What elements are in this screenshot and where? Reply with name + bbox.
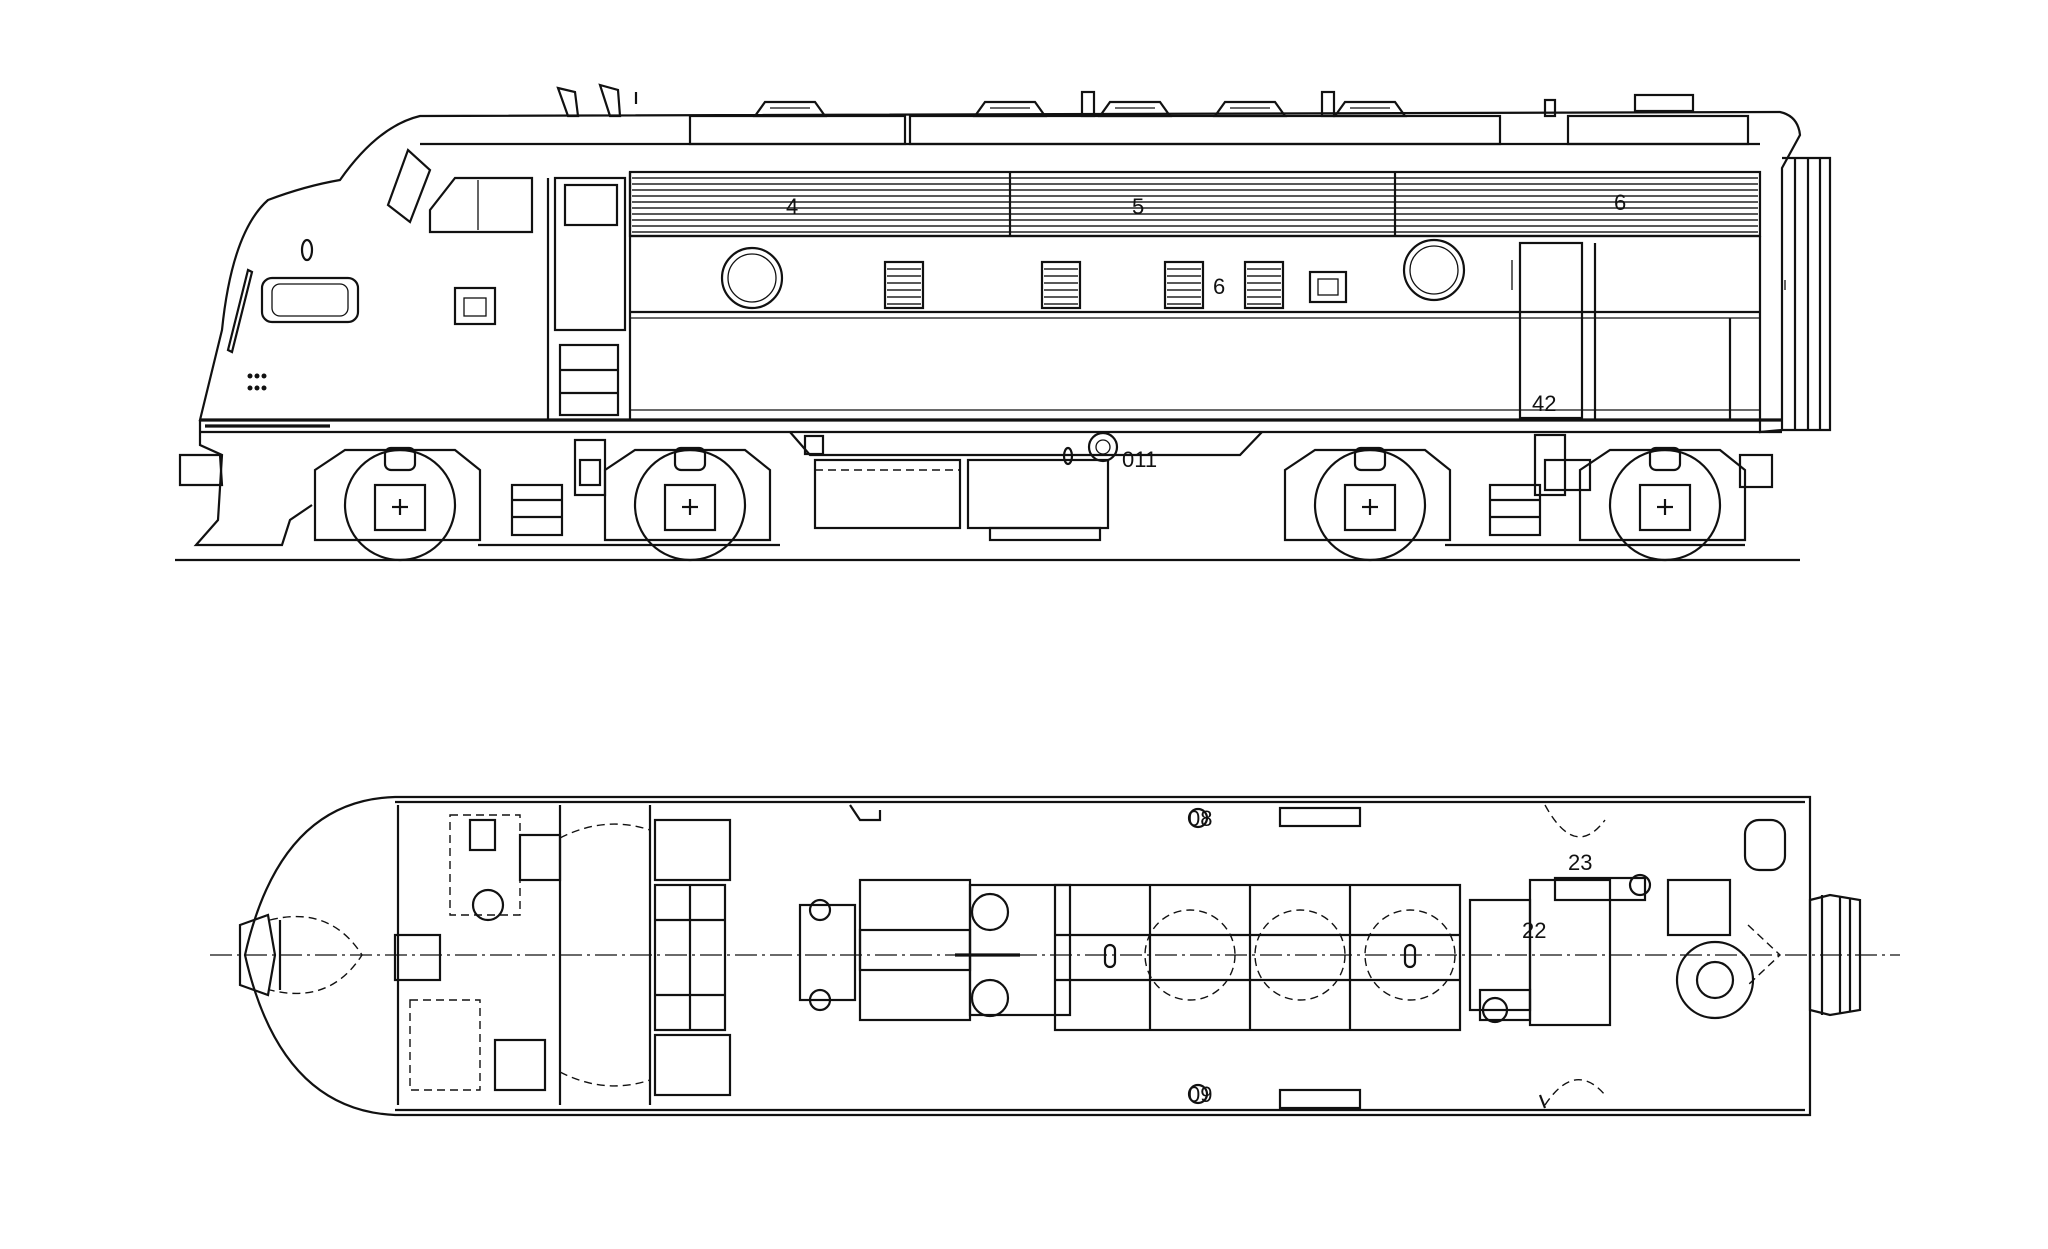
- nose-pilot: [193, 420, 313, 547]
- nose-dots: [247, 373, 267, 391]
- diesel-engine-block: [858, 878, 972, 1022]
- fitting-09: [1187, 1083, 1209, 1105]
- air-horn: [556, 83, 638, 118]
- label-grille-a: 4: [786, 194, 798, 219]
- plan-side-panel-bottom: [1278, 1088, 1362, 1110]
- cab-side-box: [453, 286, 497, 326]
- label-generator: 22: [1522, 918, 1546, 943]
- label-fitting-top: 08: [1188, 806, 1212, 831]
- nose-grab-iron: [226, 268, 254, 354]
- rear-hand-brake: [1743, 818, 1787, 872]
- rear-door: [1518, 241, 1584, 420]
- fuel-tank: [789, 431, 1263, 457]
- battery-box: [813, 458, 962, 530]
- porthole-window-2: [1402, 238, 1466, 302]
- grille-louvers: [632, 172, 1758, 236]
- side-louvers: [883, 260, 1285, 310]
- front-truck: [313, 438, 780, 562]
- label-body-panel: 6: [1213, 274, 1225, 299]
- cab-door: [553, 176, 627, 332]
- label-rear-door: 42: [1532, 391, 1556, 416]
- porthole-window-1: [720, 246, 784, 310]
- cab-center-passage: [393, 933, 442, 982]
- roof-fans: [752, 90, 1557, 118]
- plan-rear-diaphragm: [1808, 893, 1862, 1017]
- cab-steps: [558, 343, 620, 417]
- side-access-box: [1308, 270, 1348, 304]
- engineer-seat: [518, 833, 562, 882]
- rear-truck: [1283, 433, 1774, 562]
- plan-side-panel-top: [1278, 806, 1362, 828]
- engine-cylinder-bank: [968, 883, 1072, 1017]
- fireman-seat: [493, 1038, 547, 1092]
- carbody-outline: [198, 110, 1802, 434]
- label-rear-equipment: 23: [1568, 850, 1592, 875]
- nose-side-window: [386, 148, 432, 224]
- plan-headlight: [238, 913, 277, 997]
- steam-generator: [1675, 940, 1755, 1020]
- label-grille-b: 5: [1132, 194, 1144, 219]
- radiator-section: [1053, 883, 1462, 1032]
- roof-hatch-2: [908, 114, 1502, 146]
- cab-door-window: [563, 183, 619, 227]
- headlight-housing: [178, 453, 224, 487]
- label-grille-c: 6: [1614, 190, 1626, 215]
- side-elevation-view: 4 5 6 6 42 011: [175, 83, 1832, 562]
- nose-porthole-window: [260, 276, 360, 324]
- roof-box-rear: [1633, 93, 1695, 113]
- plan-outline: [243, 795, 1812, 1117]
- plan-view: 08 09 23 22: [210, 795, 1900, 1117]
- rear-diaphragm: [1782, 156, 1832, 432]
- label-fuel-fill: 011: [1122, 447, 1157, 472]
- air-reservoir: [966, 458, 1110, 530]
- roof-hatch-3: [1566, 114, 1750, 146]
- rear-equipment-box: [1553, 876, 1647, 902]
- fitting-08: [1187, 807, 1209, 829]
- number-light: [300, 238, 314, 262]
- label-fitting-bottom: 09: [1188, 1082, 1212, 1107]
- roof-hatch-1: [688, 114, 907, 146]
- fuel-fill-cap: [1087, 431, 1119, 463]
- cab-side-window: [428, 176, 534, 234]
